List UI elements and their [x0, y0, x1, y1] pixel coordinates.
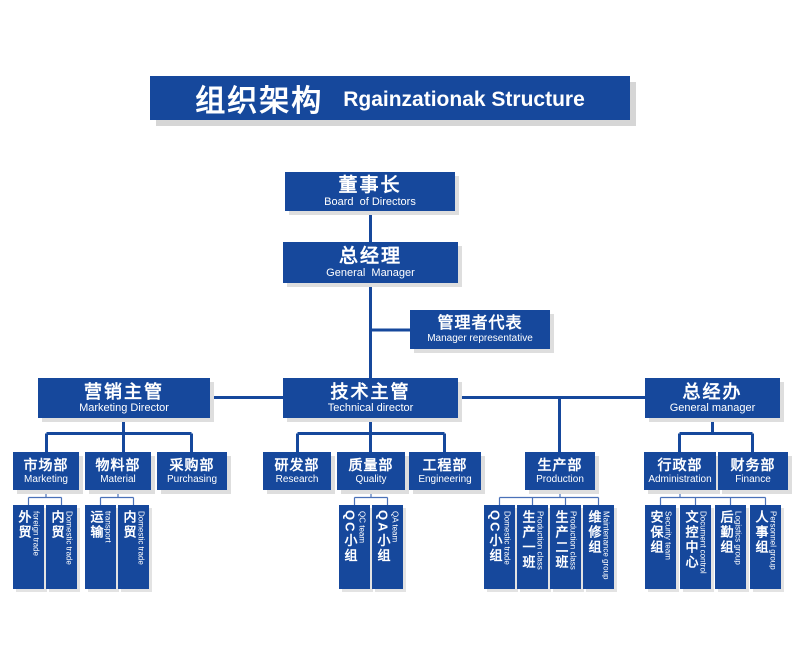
team-foreign-trade-en: foreign trade — [31, 511, 41, 556]
team-domestic-trade-marketing-cn: 内贸 — [49, 510, 65, 540]
team-maintenance-group-cn: 维修组 — [586, 510, 602, 555]
node-general-office: 总经办 General manager — [645, 378, 780, 418]
dept-quality-en: Quality — [355, 473, 387, 485]
team-qc-group-cn: QC小组 — [342, 510, 358, 564]
team-qa-group-cn: QA小组 — [375, 510, 391, 564]
node-marketing-director: 营销主管 Marketing Director — [38, 378, 210, 418]
team-production-qc-group: QC小组 Domestic trade — [484, 505, 515, 589]
team-maintenance-group: 维修组 Maintenance group — [583, 505, 614, 589]
dept-administration-en: Administration — [648, 473, 712, 485]
team-transport-en: transport — [103, 511, 113, 543]
chart-title-en: Rgainzationak Structure — [343, 87, 585, 111]
dept-engineering-en: Engineering — [418, 473, 472, 485]
team-production-class-2: 生产二班 Production class — [550, 505, 581, 589]
team-domestic-trade-marketing: 内贸 Domestic trade — [46, 505, 77, 589]
dept-quality-cn: 质量部 — [348, 457, 394, 474]
dept-material: 物料部 Material — [85, 452, 151, 490]
team-production-class-1-cn: 生产一班 — [520, 510, 536, 570]
node-chairman-en: Board of Directors — [324, 196, 416, 209]
team-production-class-1: 生产一班 Production class — [517, 505, 548, 589]
dept-finance-en: Finance — [735, 473, 771, 485]
dept-material-en: Material — [100, 473, 136, 485]
node-general-office-en: General manager — [669, 402, 756, 415]
chart-title-banner: 组织架构 Rgainzationak Structure — [150, 76, 630, 120]
team-production-qc-group-cn: QC小组 — [487, 510, 503, 564]
team-document-control-cn: 文控中心 — [683, 510, 699, 570]
dept-quality: 质量部 Quality — [337, 452, 405, 490]
dept-research-en: Research — [275, 473, 319, 485]
node-manager-representative-cn: 管理者代表 — [437, 314, 523, 332]
node-general-manager: 总经理 General Manager — [283, 242, 458, 283]
dept-marketing-en: Marketing — [24, 473, 68, 485]
node-technical-director-cn: 技术主管 — [330, 381, 411, 402]
dept-research: 研发部 Research — [263, 452, 331, 490]
team-logistics: 后勤组 Logistics group — [715, 505, 746, 589]
dept-production: 生产部 Production — [525, 452, 595, 490]
dept-finance: 财务部 Finance — [718, 452, 788, 490]
team-transport: 运输 transport — [85, 505, 116, 589]
team-security: 安保组 Security team — [645, 505, 676, 589]
team-logistics-cn: 后勤组 — [718, 510, 734, 555]
dept-material-cn: 物料部 — [95, 457, 141, 474]
node-manager-representative: 管理者代表 Manager representative — [410, 310, 550, 349]
team-foreign-trade: 外贸 foreign trade — [13, 505, 44, 589]
main-connector-paths — [45, 211, 754, 452]
dept-administration-cn: 行政部 — [657, 457, 703, 474]
node-manager-representative-en: Manager representative — [427, 333, 533, 345]
dept-engineering: 工程部 Engineering — [409, 452, 481, 490]
node-general-manager-cn: 总经理 — [338, 245, 402, 267]
dept-research-cn: 研发部 — [274, 457, 320, 474]
team-security-en: Security team — [663, 511, 673, 560]
team-logistics-en: Logistics group — [733, 511, 743, 565]
node-chairman-cn: 董事长 — [338, 174, 402, 196]
chart-title-cn: 组织架构 — [195, 85, 324, 118]
team-domestic-trade-material-cn: 内贸 — [121, 510, 137, 540]
node-chairman: 董事长 Board of Directors — [285, 172, 455, 211]
team-personnel-cn: 人事组 — [753, 510, 769, 555]
dept-purchasing: 采购部 Purchasing — [157, 452, 227, 490]
team-qa-group-en: QA team — [390, 511, 400, 543]
dept-administration: 行政部 Administration — [644, 452, 716, 490]
node-technical-director: 技术主管 Technical director — [283, 378, 458, 418]
team-security-cn: 安保组 — [648, 510, 664, 555]
team-production-class-2-en: Production class — [568, 511, 578, 570]
team-production-class-2-cn: 生产二班 — [553, 510, 569, 570]
team-production-qc-group-en: Domestic trade — [502, 511, 512, 565]
team-transport-cn: 运输 — [88, 510, 104, 540]
dept-purchasing-en: Purchasing — [166, 473, 218, 485]
node-marketing-director-cn: 营销主管 — [84, 381, 164, 402]
node-technical-director-en: Technical director — [327, 402, 414, 415]
team-production-class-1-en: Production class — [535, 511, 545, 570]
dept-marketing-cn: 市场部 — [23, 457, 69, 474]
node-marketing-director-en: Marketing Director — [79, 402, 169, 415]
team-domestic-trade-material: 内贸 Domestic trade — [118, 505, 149, 589]
team-personnel-en: Personnel group — [768, 511, 778, 570]
node-general-manager-en: General Manager — [326, 267, 415, 280]
dept-production-cn: 生产部 — [537, 457, 583, 474]
team-domestic-trade-marketing-en: Domestic trade — [64, 511, 74, 565]
dept-production-en: Production — [536, 473, 584, 485]
sub-connector-paths — [27, 490, 767, 505]
dept-finance-cn: 财务部 — [730, 457, 776, 474]
node-general-office-cn: 总经办 — [682, 381, 743, 402]
team-qa-group: QA小组 QA team — [372, 505, 403, 589]
team-domestic-trade-material-en: Domestic trade — [136, 511, 146, 565]
team-document-control-en: Document control — [698, 511, 708, 574]
dept-engineering-cn: 工程部 — [422, 457, 468, 474]
team-maintenance-group-en: Maintenance group — [601, 511, 611, 580]
team-personnel: 人事组 Personnel group — [750, 505, 781, 589]
dept-purchasing-cn: 采购部 — [169, 457, 215, 474]
dept-marketing: 市场部 Marketing — [13, 452, 79, 490]
team-document-control: 文控中心 Document control — [680, 505, 711, 589]
team-qc-group: QC小组 QC team — [339, 505, 370, 589]
team-qc-group-en: QC team — [357, 511, 367, 544]
team-foreign-trade-cn: 外贸 — [16, 510, 32, 540]
